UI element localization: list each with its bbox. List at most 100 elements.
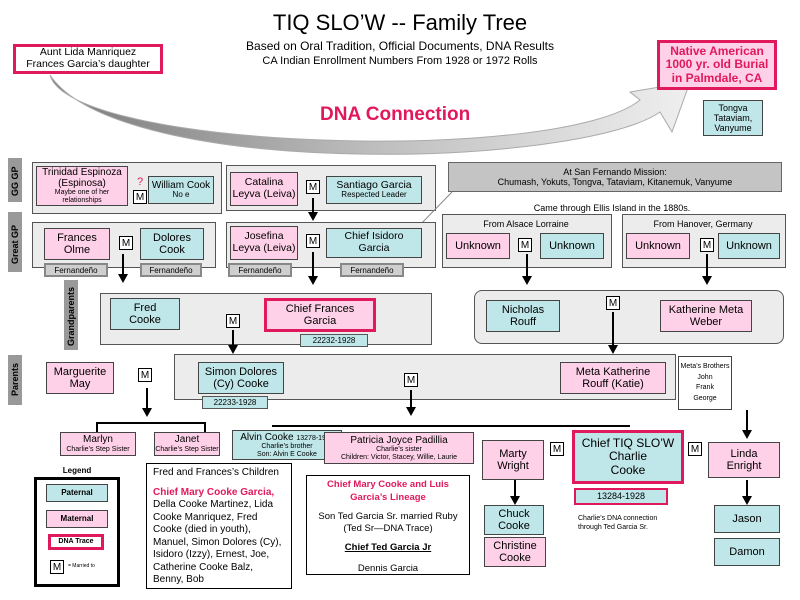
connector-line (312, 198, 314, 214)
chief-charlie-box: Chief TIQ SLO’W Charlie Cooke (572, 430, 684, 484)
isidoro-box: Chief Isidoro Garcia (326, 228, 422, 258)
legend-married: = Married to (68, 563, 95, 569)
down-arrow (308, 276, 318, 285)
santiago-name: Santiago Garcia (336, 178, 412, 191)
tribes-box: Tongva Tataviam, Vanyume (703, 100, 763, 136)
dolores-last: Cook (159, 244, 185, 256)
brother-name: Frank (696, 384, 714, 391)
marlyn-box: Marlyn Charlie’s Step Sister (60, 432, 136, 456)
chuck-last: Cooke (498, 520, 530, 532)
down-arrow (308, 212, 318, 221)
burial-box: Native American 1000 yr. old Burial in P… (657, 40, 777, 90)
mission-tribes: Chumash, Yokuts, Tongva, Tataviam, Kitan… (497, 177, 733, 187)
unknown-box-4: Unknown (718, 233, 780, 259)
linda-first: Linda (730, 447, 758, 460)
chief-ted-garcia: Chief Ted Garcia Jr (344, 542, 432, 554)
marguerite-last: May (69, 378, 91, 390)
isidoro-last: Garcia (358, 242, 390, 254)
lineage-text: Son Ted Garcia Sr. married Ruby (Ted Sr—… (318, 510, 458, 535)
connector-line (746, 410, 748, 432)
marlyn-name: Marlyn (82, 434, 113, 446)
aunt-lida-note: Frances Garcia’s daughter (26, 58, 150, 70)
meta-last: Rouff (Katie) (582, 378, 644, 390)
fernandeno-tag: Fernandeño (340, 263, 404, 277)
married-symbol: M (138, 368, 152, 382)
fred-last: Cooke (129, 314, 161, 326)
dna-connection-arc (49, 74, 691, 155)
down-arrow (702, 276, 712, 285)
meta-brothers-box: Meta’s Brothers John Frank George (678, 356, 732, 410)
nicholas-box: Nicholas Rouff (486, 300, 560, 332)
william-name: William Cook (151, 179, 211, 191)
children-list: Della Cooke Martinez, Lida Cooke Manriqu… (153, 499, 282, 585)
trinidad-alt: (Espinosa) (58, 178, 106, 190)
catalina-box: Catalina Leyva (Leiva) (230, 172, 298, 206)
down-arrow (608, 345, 618, 354)
married-symbol: M (518, 238, 532, 252)
alvin-enrollment: 13278-1972 (296, 434, 334, 442)
connector-line (514, 480, 516, 496)
william-box: William Cook No e (148, 176, 214, 204)
gggp-label-bar (8, 158, 22, 202)
brother-name: George (693, 394, 717, 402)
marguerite-box: Marguerite May (46, 362, 114, 394)
down-arrow (142, 408, 152, 417)
fernandeno-tag: Fernandeño (44, 263, 108, 277)
alsace-label: From Alsace Lorraine (483, 219, 569, 229)
alvin-name: Alvin Cooke (240, 431, 294, 443)
marty-last: Wright (497, 460, 529, 472)
married-symbol: M (688, 442, 702, 456)
connector-line (96, 422, 206, 424)
marguerite-first: Marguerite (53, 365, 107, 378)
chief-mary-highlight: Chief Mary Cooke Garcia, (153, 486, 275, 498)
tribe-3: Vanyume (714, 123, 752, 134)
janet-name: Janet (174, 434, 200, 446)
simon-first: Simon Dolores (204, 365, 278, 378)
hanover-label: From Hanover, Germany (653, 219, 753, 229)
linda-last: Enright (726, 460, 762, 472)
fred-cooke-box: Fred Cooke (110, 298, 180, 330)
chuck-first: Chuck (498, 507, 530, 520)
children-box: Fred and Frances’s Children Chief Mary C… (146, 463, 292, 589)
down-arrow (510, 496, 520, 505)
nicholas-last: Rouff (509, 316, 537, 328)
connector-line (746, 480, 748, 496)
frances-last: Olme (63, 244, 91, 256)
married-symbol: M (606, 296, 620, 310)
trinidad-box: Trinidad Espinoza (Espinosa) Maybe one o… (36, 166, 128, 206)
mission-title: At San Fernando Mission: (563, 166, 667, 177)
brother-name: John (697, 373, 713, 381)
katherine-first: Katherine Meta (668, 303, 744, 316)
lineage-title: Chief Mary Cooke and Luis Garcia’s Linea… (327, 479, 449, 503)
tribe-1: Tongva (718, 102, 748, 113)
alvin-box: Alvin Cooke 13278-1972 Charlie’s brother… (232, 430, 342, 460)
charlie-first: Charlie (608, 449, 647, 464)
josefina-box: Josefina Leyva (Leiva) (230, 226, 298, 260)
grand-label: Grandparents (66, 286, 76, 346)
trinidad-note: Maybe one of her relationships (54, 189, 110, 205)
janet-box: Janet Charlie’s Step Sister (154, 432, 220, 456)
trinidad-name: Trinidad Espinoza (42, 166, 122, 178)
fernandeno-tag: Fernandeño (140, 263, 202, 277)
down-arrow (742, 496, 752, 505)
christine-last: Cooke (499, 552, 531, 564)
burial-line-2: 1000 yr. old Burial (665, 57, 769, 72)
page-title: TIQ SLO’W -- Family Tree (272, 10, 528, 35)
legend-dna-trace: DNA Trace (48, 534, 104, 550)
christine-cooke-box: Christine Cooke (484, 537, 546, 567)
catalina-name: Catalina (244, 176, 284, 189)
fred-first: Fred (133, 301, 157, 314)
page-subtitle: Based on Oral Tradition, Official Docume… (246, 39, 554, 53)
down-arrow (118, 274, 128, 283)
patricia-box: Patricia Joyce Padillia Charlie’s sister… (324, 432, 474, 464)
nicholas-first: Nicholas (501, 303, 545, 316)
chuck-cooke-box: Chuck Cooke (484, 505, 544, 535)
christine-first: Christine (493, 539, 537, 552)
ellis-label: Came through Ellis Island in the 1880s. (533, 203, 691, 213)
marty-wright-box: Marty Wright (482, 440, 544, 480)
linda-enright-box: Linda Enright (708, 442, 780, 478)
frances-enrollment: 22232-1928 (300, 334, 368, 347)
charlie-last: Cooke (610, 462, 646, 477)
josefina-first: Josefina (244, 230, 284, 243)
connector-line (272, 425, 630, 427)
